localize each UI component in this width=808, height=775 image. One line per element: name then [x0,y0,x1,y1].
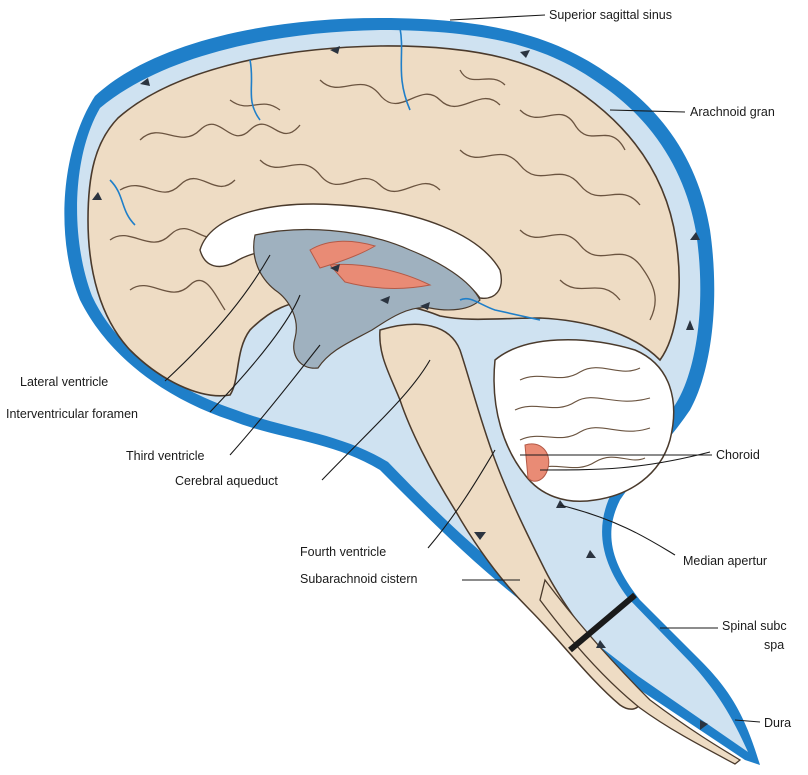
label-median-aperture: Median apertur [683,554,767,568]
label-cerebral-aqueduct: Cerebral aqueduct [175,474,278,488]
label-fourth-ventricle: Fourth ventricle [300,545,386,559]
label-dura: Dura [764,716,791,730]
label-interventricular-foramen: Interventricular foramen [6,407,138,421]
label-arachnoid-granulations: Arachnoid gran [690,105,775,119]
label-spinal-subarachnoid-line1: Spinal subc [722,619,787,633]
label-spinal-subarachnoid-line2: spa [764,638,784,652]
label-choroid-plexus: Choroid [716,448,760,462]
label-lateral-ventricle: Lateral ventricle [20,375,108,389]
label-subarachnoid-cistern: Subarachnoid cistern [300,572,417,586]
label-superior-sagittal-sinus: Superior sagittal sinus [549,8,672,22]
label-third-ventricle: Third ventricle [126,449,205,463]
